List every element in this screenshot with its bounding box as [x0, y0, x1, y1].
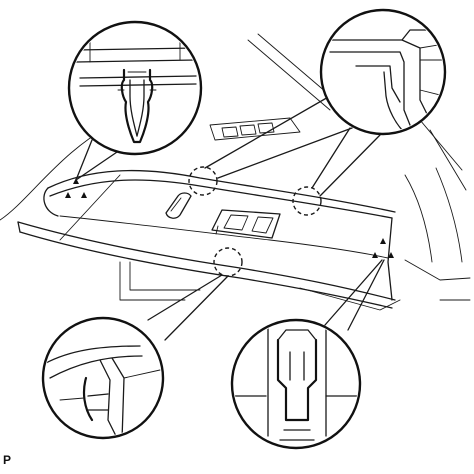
door-structure: [0, 33, 471, 311]
clip-location-upper-center: [188, 166, 218, 196]
callout-clip-bottom-left: [41, 316, 165, 440]
clip-location-upper-right: [292, 186, 322, 216]
door-trim-panel: [17, 169, 396, 309]
clip-location-lower-center: [213, 247, 243, 277]
callout-clip-top-left: [67, 20, 203, 156]
triangle-mark-left: [65, 178, 87, 198]
figure-code: P: [3, 453, 12, 467]
triangle-marks: [65, 178, 394, 258]
clip-locations: [188, 166, 322, 277]
triangle-mark-right: [372, 238, 394, 258]
leader-lines: [75, 95, 385, 341]
callout-clip-bottom-right: [230, 318, 362, 450]
callout-clip-top-right: [319, 8, 447, 136]
